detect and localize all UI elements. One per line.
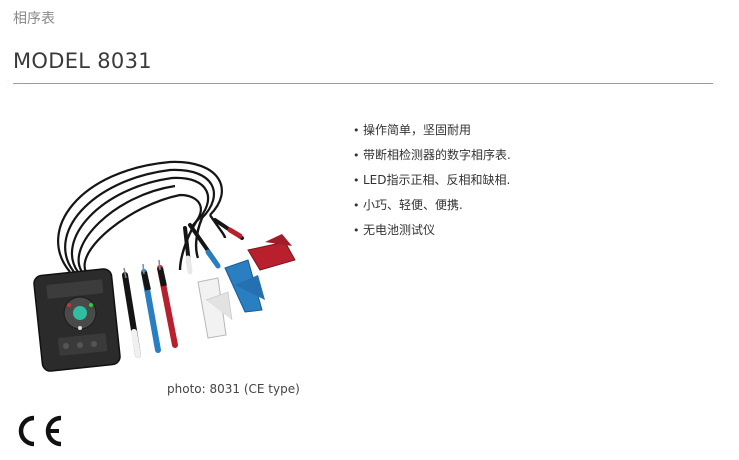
bullet-icon: •	[353, 124, 360, 137]
feature-list: •操作简单，坚固耐用 •带断相检测器的数字相序表. •LED指示正相、反相和缺相…	[353, 118, 511, 243]
phase-rotation-tester-body	[33, 268, 121, 372]
alligator-clip-white	[197, 277, 233, 339]
feature-item: •LED指示正相、反相和缺相.	[353, 168, 511, 193]
test-lead-blue-long	[188, 223, 221, 269]
feature-item: •无电池测试仪	[353, 218, 511, 243]
test-lead-red-long	[213, 218, 244, 240]
test-lead-white-long	[183, 226, 193, 275]
alligator-clip-red	[247, 234, 296, 271]
title-divider	[13, 83, 713, 84]
page-title: MODEL 8031	[13, 49, 152, 73]
photo-caption: photo: 8031 (CE type)	[167, 382, 300, 396]
product-photo	[33, 160, 296, 372]
feature-item: •操作简单，坚固耐用	[353, 118, 511, 143]
breadcrumb: 相序表	[13, 11, 55, 27]
probe-white	[122, 267, 141, 358]
probe-red	[157, 259, 178, 348]
probe-blue	[141, 263, 161, 353]
bullet-icon: •	[353, 149, 360, 162]
alligator-clip-blue	[224, 259, 265, 313]
feature-item: •带断相检测器的数字相序表.	[353, 143, 511, 168]
bullet-icon: •	[353, 224, 360, 237]
bullet-icon: •	[353, 199, 360, 212]
feature-item: •小巧、轻便、便携.	[353, 193, 511, 218]
cable-coil	[57, 160, 223, 273]
bullet-icon: •	[353, 174, 360, 187]
ce-mark-icon	[18, 415, 62, 447]
